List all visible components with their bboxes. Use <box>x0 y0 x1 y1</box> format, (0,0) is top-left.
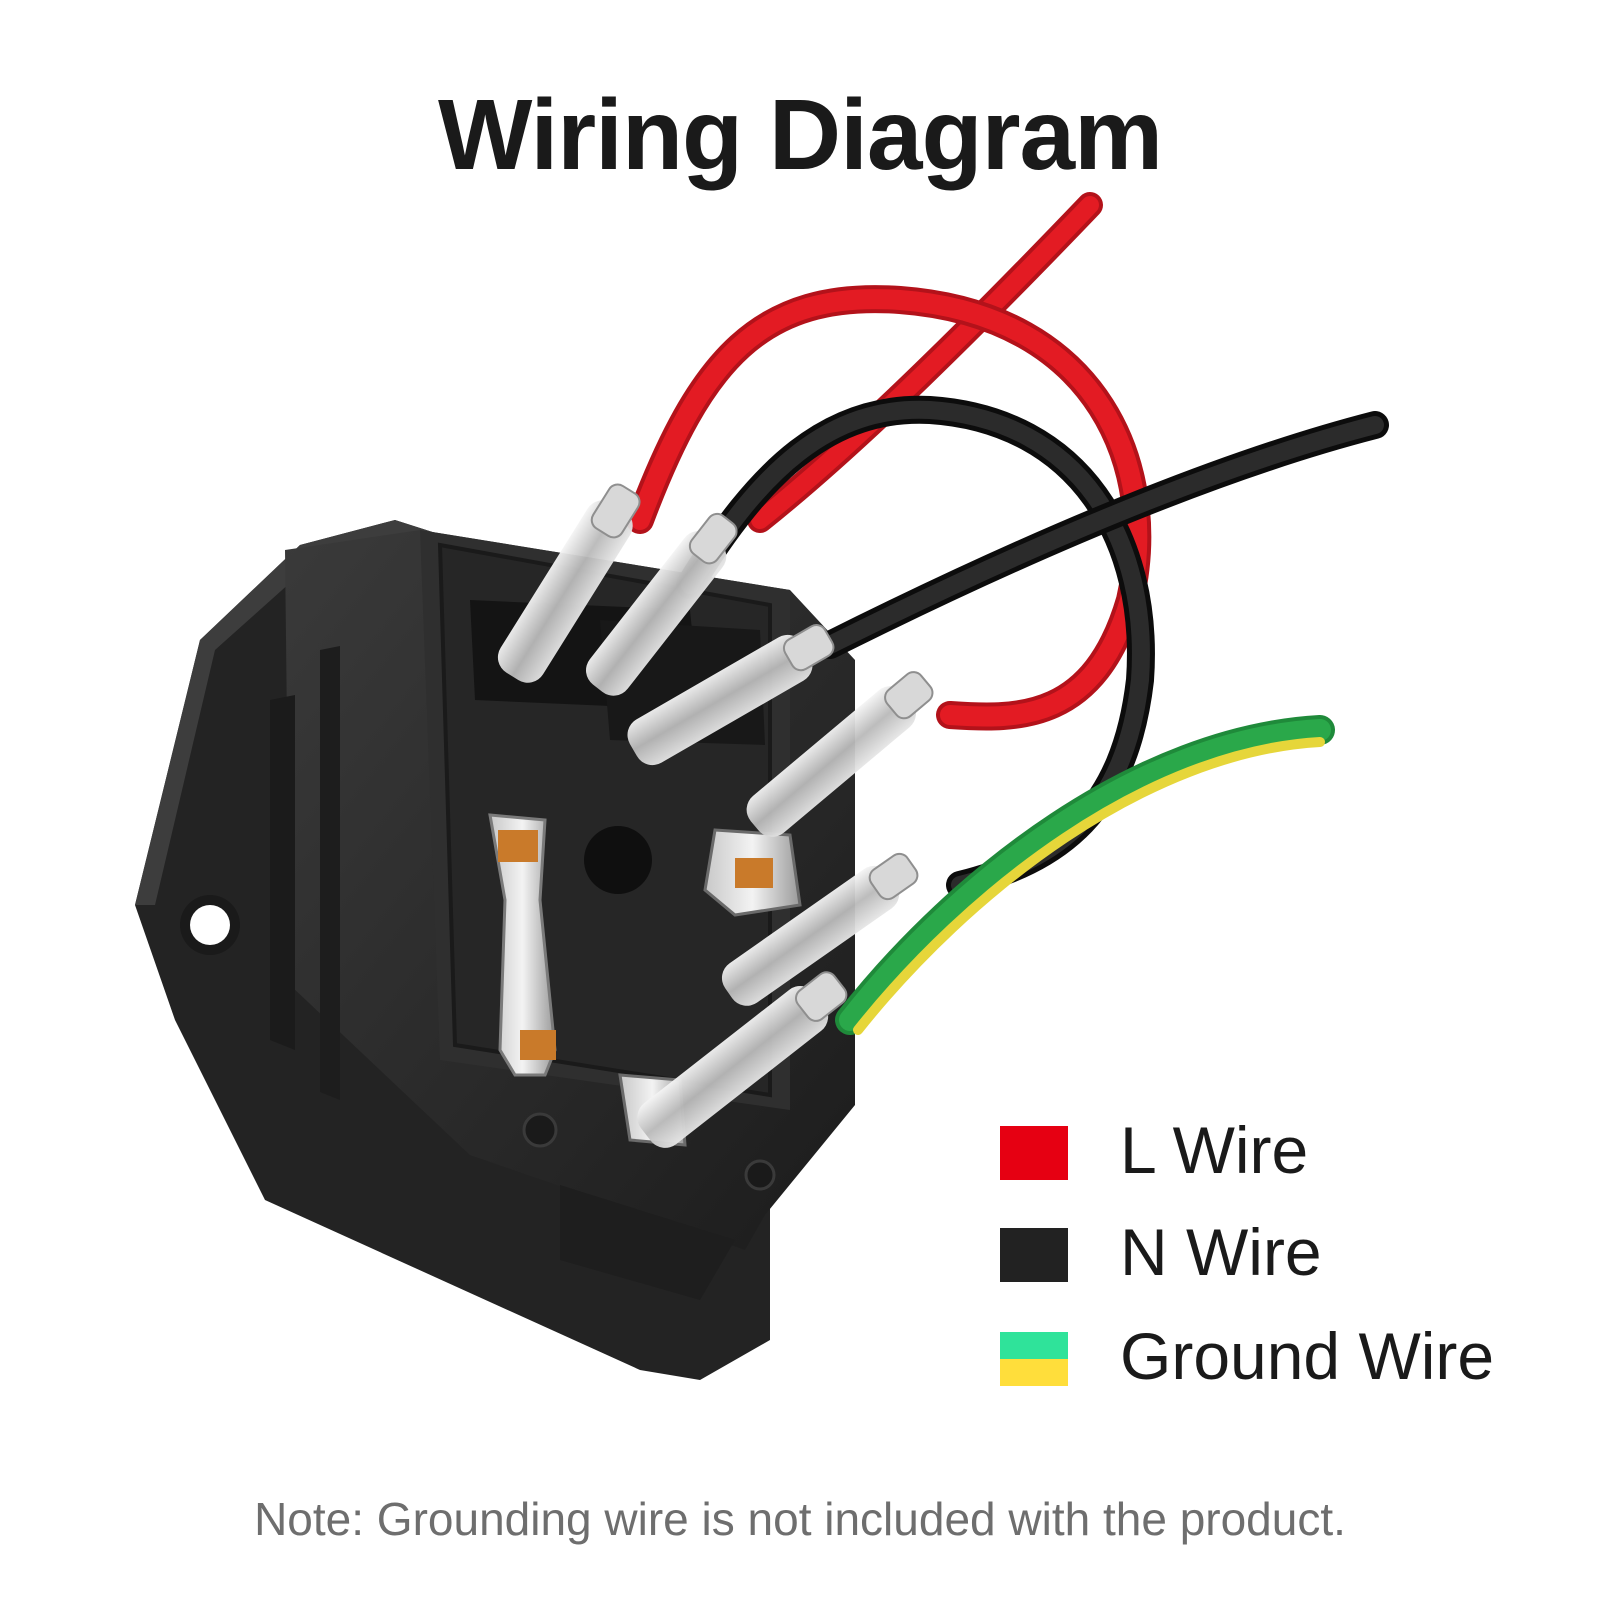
legend-label-n-wire: N Wire <box>1120 1215 1322 1289</box>
legend-swatch-n-wire <box>1000 1228 1068 1282</box>
neutral-wire-long <box>816 411 1389 659</box>
ground-wire <box>835 715 1335 1035</box>
live-wire-long <box>747 192 1103 533</box>
diagram-title: Wiring Diagram <box>437 79 1163 191</box>
legend-item-l-wire: L Wire <box>1000 1113 1560 1187</box>
crimp-connector-4 <box>746 671 934 837</box>
crimp-connector-5 <box>721 852 919 1006</box>
live-wire-loop <box>626 285 1152 731</box>
crimp-connector-3 <box>627 624 835 766</box>
legend-label-l-wire: L Wire <box>1120 1113 1309 1187</box>
legend-label-ground-wire: Ground Wire <box>1120 1319 1495 1393</box>
crimp-connector-1 <box>497 483 641 683</box>
crimp-connector-6 <box>637 971 848 1148</box>
crimp-connector-2 <box>585 512 738 696</box>
terminal-right <box>703 828 802 917</box>
footnote: Note: Grounding wire is not included wit… <box>254 1493 1346 1545</box>
legend-swatch-ground-wire <box>1000 1332 1068 1386</box>
legend-item-n-wire: N Wire <box>1000 1215 1560 1289</box>
terminal-left-bar <box>488 813 557 1077</box>
legend-item-ground-wire: Ground Wire <box>1000 1319 1560 1393</box>
legend-swatch-l-wire <box>1000 1126 1068 1180</box>
center-hole <box>584 826 652 894</box>
